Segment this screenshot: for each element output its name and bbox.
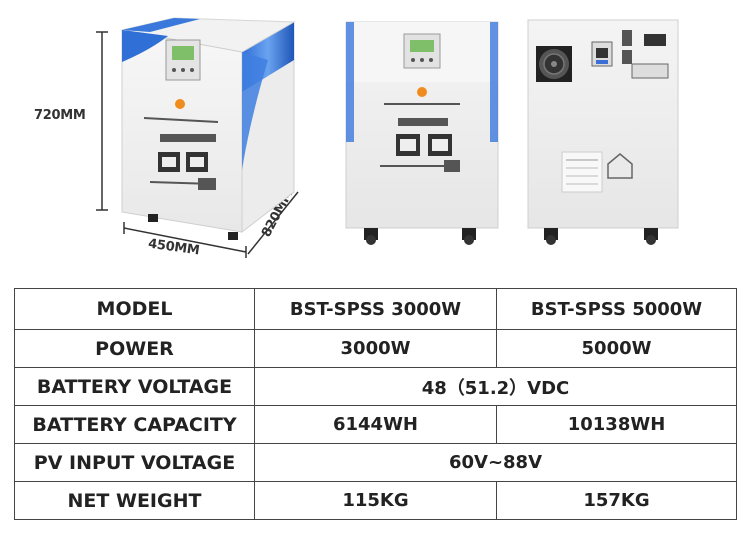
table-row: PV INPUT VOLTAGE 60V~88V: [14, 443, 737, 482]
cell-value: BST-SPSS 5000W: [496, 288, 737, 330]
generator-back-view: [527, 19, 679, 245]
cell-value: BST-SPSS 3000W: [254, 288, 497, 330]
row-label: NET WEIGHT: [14, 481, 255, 520]
table-row: POWER 3000W 5000W: [14, 329, 737, 368]
table-row: NET WEIGHT 115KG 157KG: [14, 481, 737, 520]
height-dimension-label: 720MM: [34, 108, 86, 123]
product-illustration: [96, 17, 679, 258]
cell-value: 5000W: [496, 329, 737, 368]
spec-table: MODEL BST-SPSS 3000W BST-SPSS 5000W POWE…: [14, 288, 737, 520]
cell-value: 60V~88V: [254, 443, 737, 482]
cell-value: 48（51.2）VDC: [254, 367, 737, 406]
cell-value: 157KG: [496, 481, 737, 520]
cell-value: 115KG: [254, 481, 497, 520]
row-label: PV INPUT VOLTAGE: [14, 443, 255, 482]
cell-value: 10138WH: [496, 405, 737, 444]
product-images: 720MM 450MM 820MM: [34, 17, 679, 259]
depth-dimension-line: [247, 191, 299, 255]
row-label: BATTERY CAPACITY: [14, 405, 255, 444]
cell-value: 3000W: [254, 329, 497, 368]
row-label: MODEL: [14, 288, 255, 330]
width-dimension-line: [123, 222, 247, 258]
height-dimension-line: [96, 31, 108, 211]
row-label: BATTERY VOLTAGE: [14, 367, 255, 406]
table-row: MODEL BST-SPSS 3000W BST-SPSS 5000W: [14, 288, 737, 330]
table-row: BATTERY VOLTAGE 48（51.2）VDC: [14, 367, 737, 406]
row-label: POWER: [14, 329, 255, 368]
generator-3d-view: [121, 17, 296, 240]
cell-value: 6144WH: [254, 405, 497, 444]
table-row: BATTERY CAPACITY 6144WH 10138WH: [14, 405, 737, 444]
generator-front-view: [345, 21, 499, 245]
